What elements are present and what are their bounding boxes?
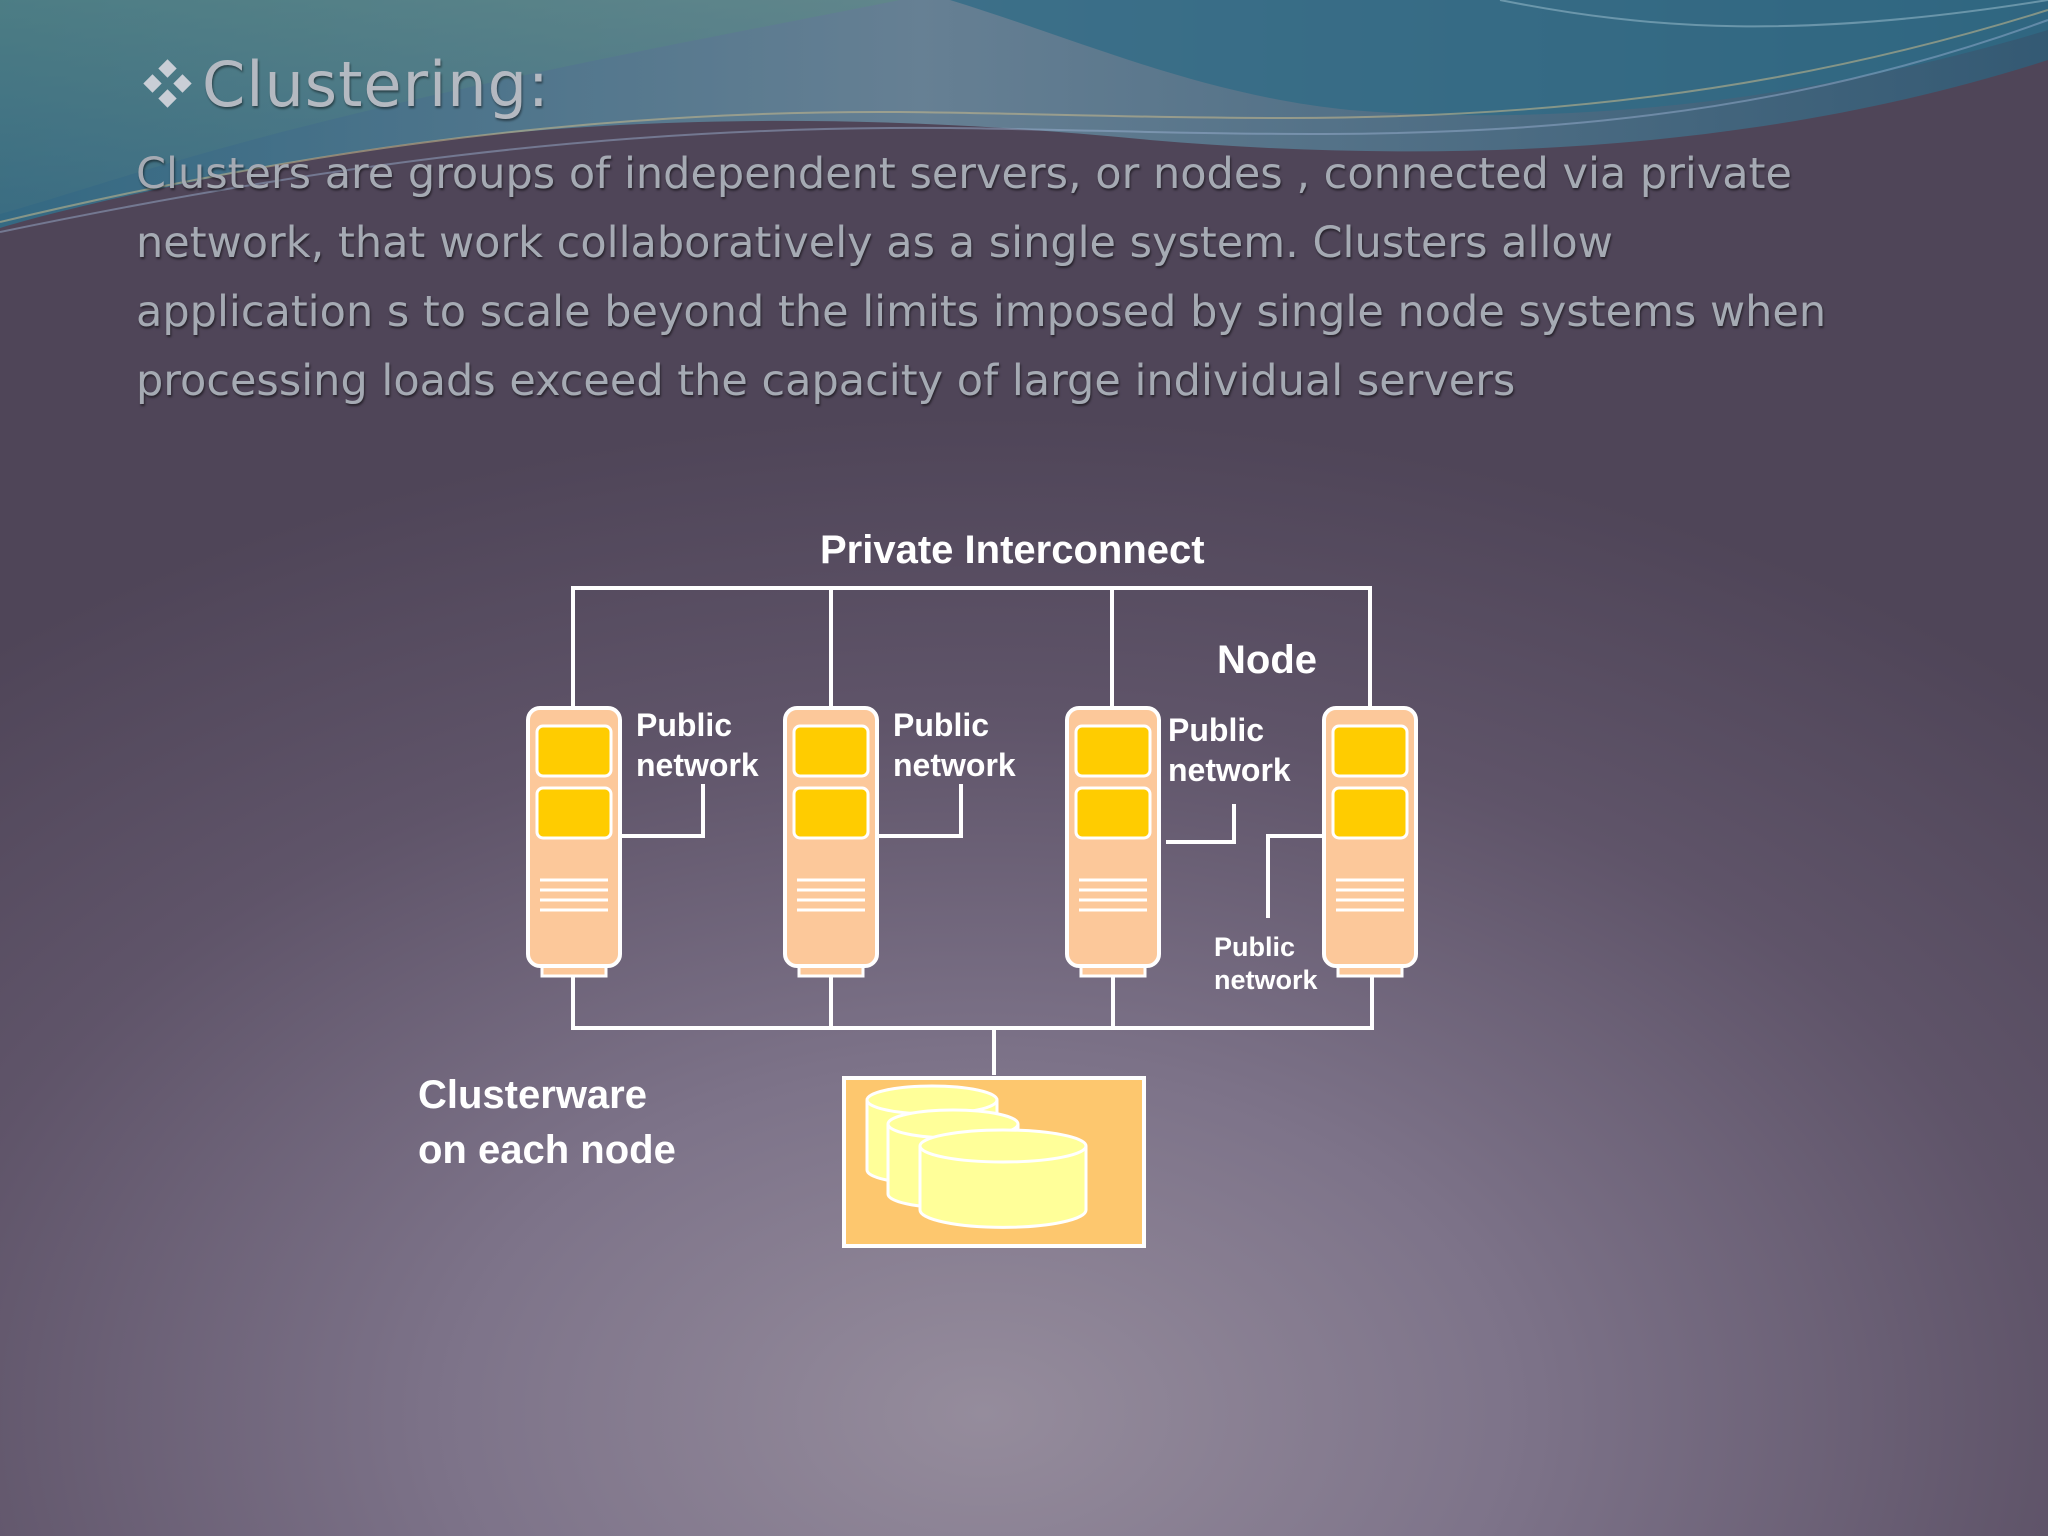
header-wave-decoration: [0, 0, 2048, 233]
public-network-label-4-line2: network: [1214, 965, 1319, 995]
slide-body-text: Clusters are groups of independent serve…: [136, 149, 1827, 406]
public-network-label-1-line2: network: [636, 747, 759, 783]
clusterware-label-line1: Clusterware: [418, 1073, 647, 1117]
diagram-connectors: [571, 586, 1374, 1075]
disk-icon: [865, 1084, 1088, 1229]
public-network-label-3-line1: Public: [1168, 712, 1264, 748]
server-node-icon: [526, 706, 622, 978]
private-interconnect-label: Private Interconnect: [820, 528, 1205, 572]
public-network-label-3-line2: network: [1168, 752, 1291, 788]
public-network-label-2-line2: network: [893, 747, 1016, 783]
server-node-icon: [1322, 706, 1418, 978]
shared-storage: [842, 1076, 1146, 1248]
storage-bus-line: [571, 970, 1374, 1030]
server-node-icon: [1065, 706, 1161, 978]
slide-title: Clustering:: [140, 48, 550, 121]
private-interconnect-line: [571, 586, 1372, 708]
diamond-bullet-icon: [143, 58, 192, 108]
server-nodes: [526, 706, 1418, 978]
public-network-label-4-line1: Public: [1214, 932, 1295, 962]
server-node-icon: [783, 706, 879, 978]
slide-title-text: Clustering:: [202, 48, 550, 121]
public-network-label-2-line1: Public: [893, 707, 989, 743]
public-network-label-1-line1: Public: [636, 707, 732, 743]
clusterware-label-line2: on each node: [418, 1128, 676, 1172]
node-label: Node: [1217, 638, 1317, 682]
